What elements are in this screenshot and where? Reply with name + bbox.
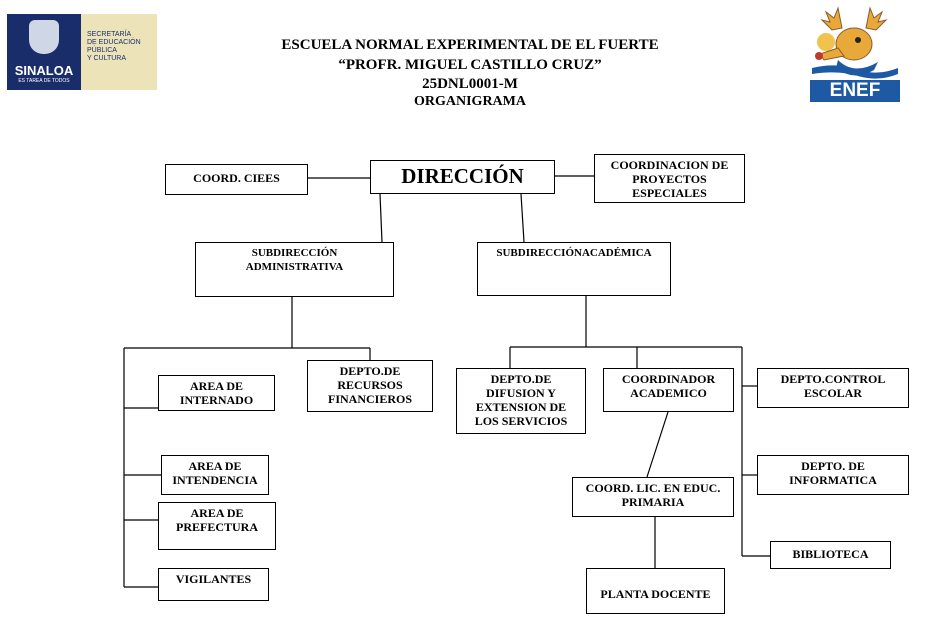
logo-tagline: ES TAREA DE TODOS	[18, 78, 70, 84]
school-code: 25DNL0001-M	[422, 76, 518, 92]
school-name: ESCUELA NORMAL EXPERIMENTAL DE EL FUERTE	[281, 37, 659, 53]
line-coordinador-lic	[646, 411, 669, 478]
box-area-internado: AREA DE INTERNADO	[158, 375, 275, 411]
box-vigilantes: VIGILANTES	[158, 568, 269, 601]
logo-secretaria-text: SECRETARÍA DE EDUCACIÓN PÚBLICA Y CULTUR…	[87, 31, 141, 62]
document-title: ORGANIGRAMA	[414, 94, 526, 109]
box-sub-acad: SUBDIRECCIÓNACADÉMICA	[477, 242, 671, 296]
coat-of-arms-icon	[29, 20, 59, 54]
line-direccion-subacad	[520, 193, 525, 243]
box-depto-difusion: DEPTO.DE DIFUSION Y EXTENSION DE LOS SER…	[456, 368, 586, 434]
logo-word: SINALOA	[14, 63, 74, 78]
box-depto-recursos: DEPTO.DE RECURSOS FINANCIEROS	[307, 360, 433, 412]
box-depto-informatica: DEPTO. DE INFORMATICA	[757, 455, 909, 495]
box-biblioteca: BIBLIOTECA	[770, 541, 891, 569]
box-depto-control: DEPTO.CONTROL ESCOLAR	[757, 368, 909, 408]
logo-enef-text: ENEF	[810, 80, 900, 102]
box-coord-lic: COORD. LIC. EN EDUC. PRIMARIA	[572, 477, 734, 517]
box-coord-ciees: COORD. CIEES	[165, 164, 308, 195]
box-direccion: DIRECCIÓN	[370, 160, 555, 194]
box-coordinador-academico: COORDINADOR ACADEMICO	[603, 368, 734, 412]
enef-logo: ENEF	[808, 4, 902, 102]
box-coord-proyectos: COORDINACION DE PROYECTOS ESPECIALES	[594, 154, 745, 203]
box-area-intendencia: AREA DE INTENDENCIA	[161, 455, 269, 495]
logo-cream-panel	[81, 14, 157, 90]
box-sub-admin: SUBDIRECCIÓN ADMINISTRATIVA	[195, 242, 394, 297]
sinaloa-logo: SINALOA ES TAREA DE TODOS SECRETARÍA DE …	[7, 14, 157, 90]
school-honoree: “PROFR. MIGUEL CASTILLO CRUZ”	[338, 57, 602, 73]
box-area-prefectura: AREA DE PREFECTURA	[158, 502, 276, 550]
deer-mascot-icon	[812, 6, 898, 79]
box-planta-docente: PLANTA DOCENTE	[586, 568, 725, 614]
line-direccion-subadmin	[379, 193, 383, 243]
